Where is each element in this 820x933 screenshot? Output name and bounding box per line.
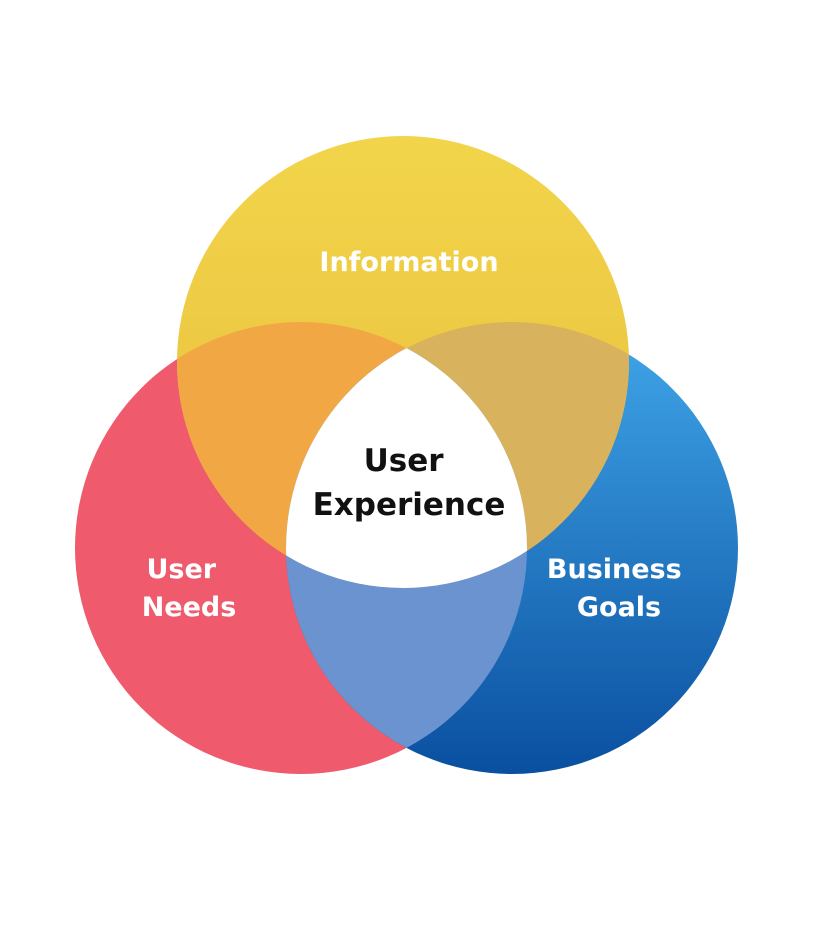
user-needs-label: User Needs	[142, 554, 237, 623]
business-goals-label-line1: Business	[547, 554, 682, 585]
user-experience-label: User Experience	[313, 443, 506, 523]
user-experience-label-line2: Experience	[313, 487, 506, 523]
information-label: Information	[319, 247, 498, 278]
user-experience-label-line1: User	[364, 443, 445, 479]
user-needs-label-line2: Needs	[142, 592, 237, 623]
business-goals-label-line2: Goals	[577, 592, 661, 623]
business-goals-label: Business Goals	[547, 554, 691, 623]
user-needs-label-line1: User	[146, 554, 216, 585]
